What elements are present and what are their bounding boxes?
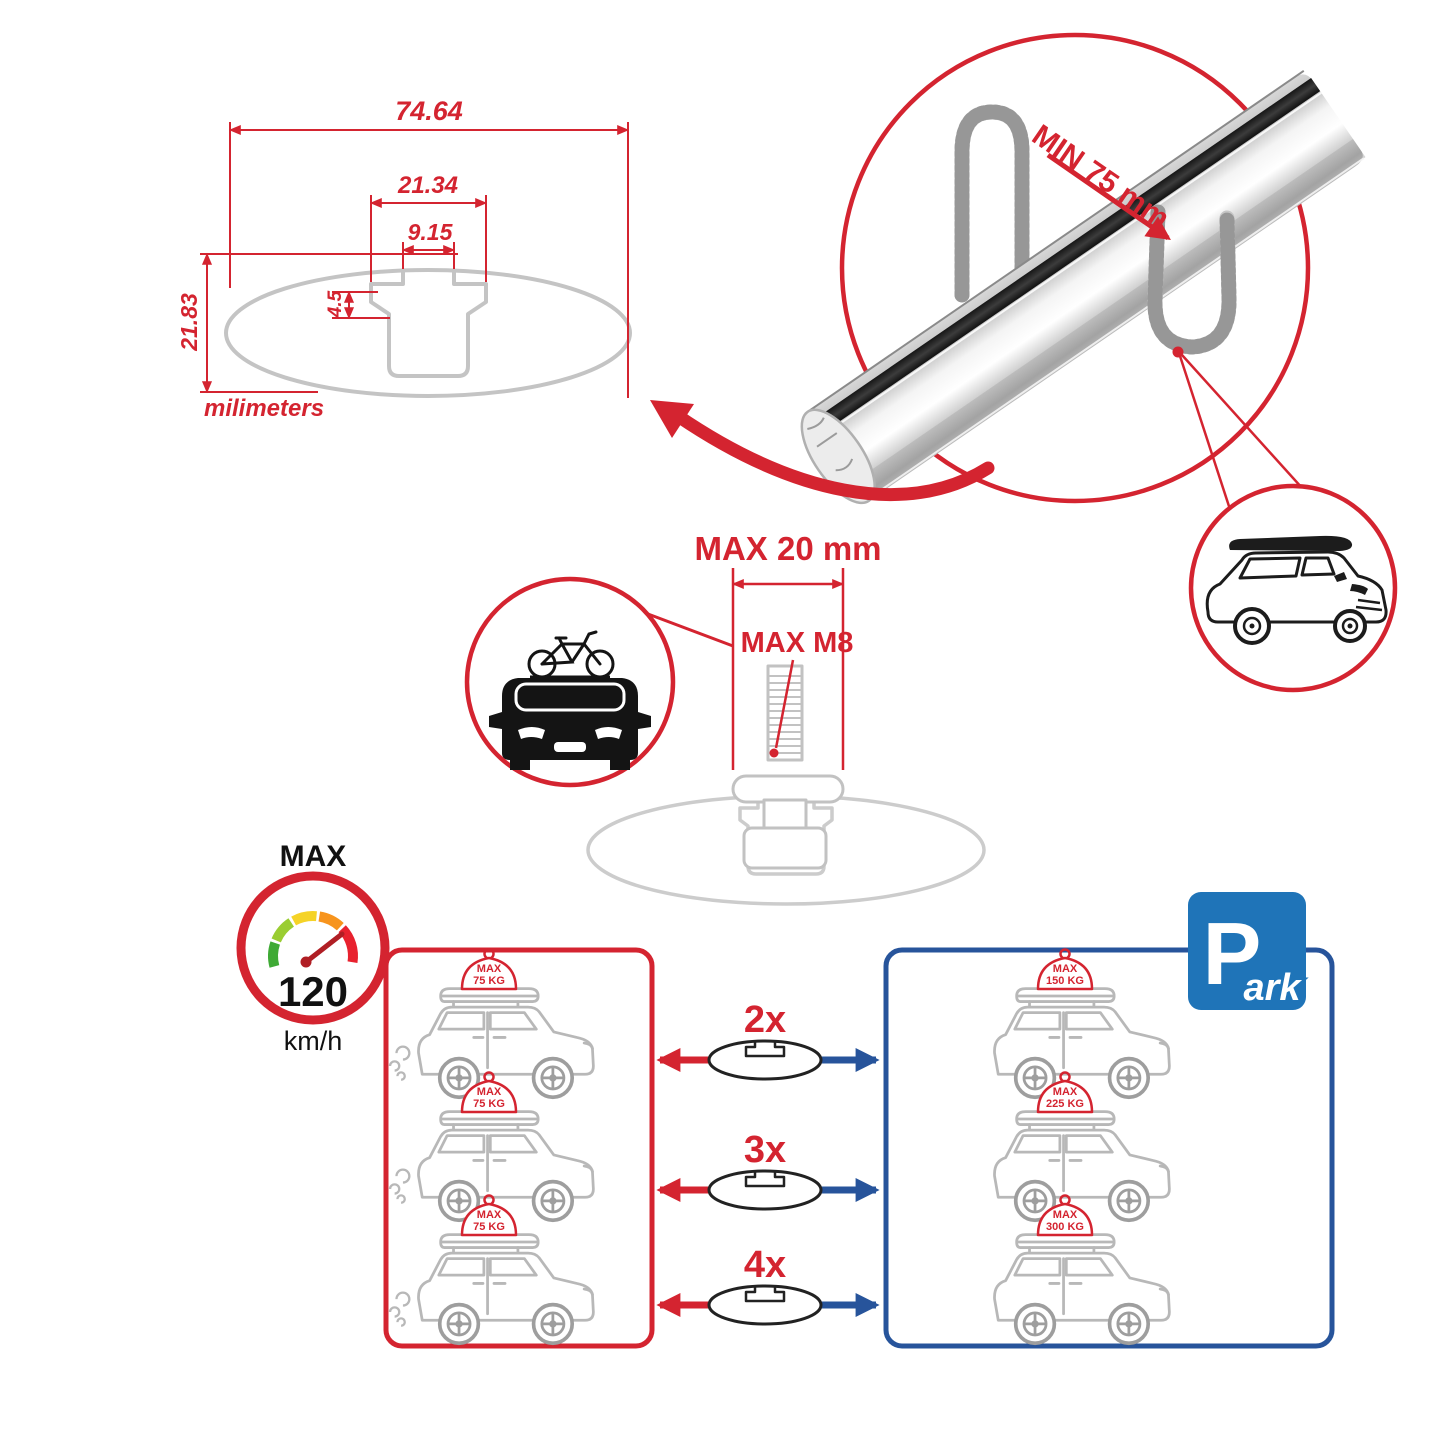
max-width-label: MAX 20 mm	[694, 530, 881, 567]
gauge-arc-segments	[268, 911, 358, 968]
gauge-circle	[236, 871, 390, 1025]
tag-max-label: MAX	[1053, 1086, 1078, 1098]
speed-value: 120	[278, 968, 348, 1015]
gauge-needle	[300, 931, 345, 968]
car-with-roofbox	[992, 1109, 1172, 1223]
crossbar-icon	[707, 1284, 823, 1326]
tag-weight: 75 KG	[473, 975, 505, 987]
tag-weight: 225 KG	[1046, 1098, 1084, 1110]
tag-weight: 75 KG	[473, 1098, 505, 1110]
multiplier-label: 4x	[744, 1244, 786, 1286]
crossbar-icon	[707, 1169, 823, 1211]
thread-dot	[769, 748, 779, 758]
t-bolt-illustration	[731, 664, 845, 870]
suv-with-roofbox-illustration	[1205, 535, 1388, 645]
profile-cross-section	[224, 268, 632, 398]
max-thread-label: MAX M8	[741, 627, 854, 659]
car-with-roofbox	[992, 986, 1172, 1100]
dim-total-height-label: 21.83	[176, 293, 202, 352]
max-weight-tag: MAX 75 KG	[460, 948, 518, 991]
dim-slot-width-label: 9.15	[408, 219, 454, 245]
crossbar-multipliers: 2x 3x 4x	[656, 999, 880, 1326]
tag-max-label: MAX	[477, 1209, 502, 1221]
bike-rack-callout	[464, 576, 676, 788]
park-sign-suffix: ark	[1243, 967, 1302, 1009]
tag-weight: 75 KG	[473, 1221, 505, 1233]
tag-max-label: MAX	[1053, 963, 1078, 975]
car-with-roofbox	[388, 1232, 596, 1346]
speed-max-label: MAX	[280, 840, 347, 873]
exhaust-swirls	[388, 1045, 411, 1081]
dim-total-width-label: 74.64	[395, 96, 463, 126]
dim-mid-width-label: 21.34	[397, 172, 458, 199]
car-with-roofbox	[388, 1109, 596, 1223]
fixing-point-dot	[1172, 346, 1184, 358]
max-weight-tag: MAX 225 KG	[1036, 1071, 1094, 1114]
u-bolt-hook-left	[954, 104, 1030, 303]
thread-leader-line	[774, 659, 795, 749]
car-front-with-bike-illustration	[489, 630, 651, 770]
parked-load-panel: MAX 150 KG MAX 225 KG MAX 300 KG	[883, 947, 1335, 1349]
park-sign: P ark	[1188, 892, 1306, 1012]
max-weight-tag: MAX 300 KG	[1036, 1194, 1094, 1237]
pointer-arrow-to-drawing	[650, 400, 995, 501]
unit-label: milimeters	[204, 395, 324, 422]
tag-max-label: MAX	[477, 1086, 502, 1098]
profile-dimension-drawing: 74.64 21.34 9.15 4.5 21.83 milimeters	[176, 96, 632, 422]
tag-weight: 300 KG	[1046, 1221, 1084, 1233]
tag-max-label: MAX	[1053, 1209, 1078, 1221]
tag-max-label: MAX	[477, 963, 502, 975]
max-weight-tag: MAX 75 KG	[460, 1194, 518, 1237]
crossbar-icon	[707, 1039, 823, 1081]
driving-load-panel: MAX 75 KG MAX 75 KG MAX 75 KG	[383, 947, 655, 1349]
car-with-roofbox	[388, 986, 596, 1100]
multiplier-label: 2x	[744, 999, 786, 1041]
aluminum-crossbar-render	[800, 70, 1366, 505]
load-capacity-section: MAX 75 KG MAX 75 KG MAX 75 KG	[383, 892, 1335, 1349]
vehicle-roofbox-callout	[1188, 483, 1398, 693]
multiplier-label: 3x	[744, 1129, 786, 1171]
tag-weight: 150 KG	[1046, 975, 1084, 987]
u-bolt-hook-right	[1147, 204, 1237, 355]
car-with-roofbox	[992, 1232, 1172, 1346]
exhaust-swirls	[388, 1291, 411, 1327]
max-weight-tag: MAX 150 KG	[1036, 948, 1094, 991]
speed-unit: km/h	[284, 1026, 343, 1056]
min-clamp-arrow	[1046, 152, 1171, 241]
bolt-fitting-diagram: MAX 20 mm MAX M8	[464, 530, 986, 906]
bar-end-cap	[800, 408, 876, 505]
speed-limit-gauge: MAX 120 km/h	[236, 840, 390, 1056]
bike-callout-line	[647, 612, 734, 648]
crossbar-closeup: MIN 75 mm	[650, 32, 1398, 693]
park-sign-letter: P	[1203, 904, 1262, 1003]
exhaust-swirls	[388, 1168, 411, 1204]
dim-slot-depth-label: 4.5	[325, 290, 346, 318]
max-weight-tag: MAX 75 KG	[460, 1071, 518, 1114]
